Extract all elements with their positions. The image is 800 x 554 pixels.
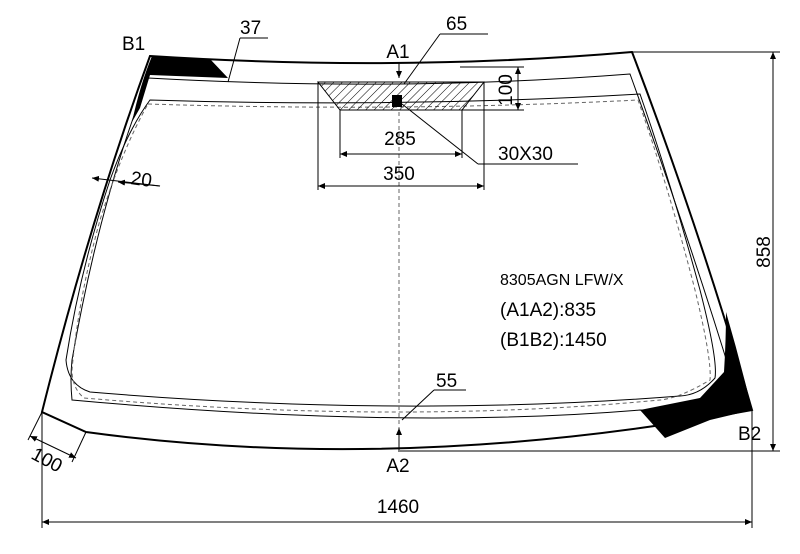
dim-100-corner-label: 100: [28, 444, 66, 477]
dim-1460-label: 1460: [377, 497, 419, 518]
dim-858-label: 858: [754, 236, 775, 268]
dim-55-label: 55: [436, 371, 457, 392]
measure-b1b2: (B1B2):1450: [500, 330, 607, 351]
sensor-square: [392, 95, 402, 107]
frit-bottom-right: [640, 312, 752, 438]
leader-30x30: [401, 103, 479, 165]
dim-100-corner-ext1: [27, 411, 43, 441]
point-a1-label: A1: [386, 42, 409, 63]
dashed-boundary: [71, 99, 711, 413]
dim-285-label: 285: [384, 129, 416, 150]
dim-30x30-label: 30X30: [498, 144, 553, 165]
dim-20-arrow2: [117, 179, 161, 187]
point-b1-label: B1: [122, 34, 145, 55]
dim-100-top-label: 100: [496, 74, 517, 106]
dim-350-label: 350: [383, 164, 415, 185]
leader-55: [401, 389, 435, 421]
measure-a1a2: (A1A2):835: [500, 300, 596, 321]
glass-outer-outline: [40, 50, 754, 451]
leader-37: [227, 37, 241, 83]
dim-100-corner-line: [29, 435, 77, 459]
dim-65-label: 65: [446, 14, 467, 35]
point-a2-label: A2: [386, 456, 409, 477]
glass-inner-outline: [70, 73, 736, 419]
frit-top-left: [132, 56, 228, 122]
part-code: 8305AGN LFW/X: [500, 272, 624, 289]
leader-65: [403, 33, 441, 85]
point-b2-label: B2: [738, 424, 761, 445]
visible-area-outline: [65, 93, 716, 407]
dim-37-label: 37: [240, 18, 261, 39]
dim-20-label: 20: [129, 168, 153, 192]
